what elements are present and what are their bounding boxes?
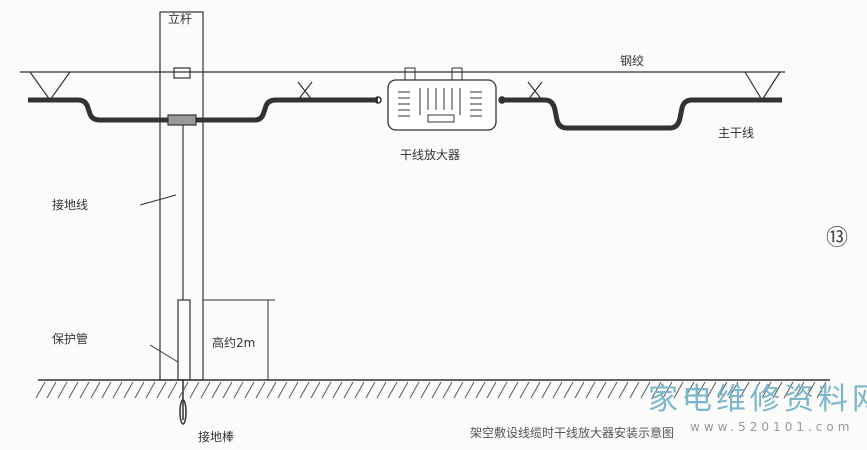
ground-hatch <box>475 381 486 399</box>
ground-hatch <box>57 381 68 399</box>
pole-bracket <box>167 114 197 126</box>
ground-hatch <box>673 381 684 399</box>
ground-hatch <box>772 381 783 399</box>
ground-hatch <box>398 381 409 399</box>
ground-hatch <box>178 381 189 399</box>
ground-hatch <box>266 381 277 399</box>
ground-hatch <box>321 381 332 399</box>
ground-hatch <box>497 381 508 399</box>
ground-rod-label: 接地棒 <box>198 430 235 444</box>
ground-hatch <box>244 381 255 399</box>
ground-hatch <box>387 381 398 399</box>
ground-hatch <box>420 381 431 399</box>
ground-hatch <box>211 381 222 399</box>
ground-hatch <box>365 381 376 399</box>
amplifier-box <box>387 79 497 131</box>
ground-hatch <box>409 381 420 399</box>
ground-hatch <box>35 381 46 399</box>
ground-hatch <box>145 381 156 399</box>
ground-hatch <box>541 381 552 399</box>
ground-hatch <box>343 381 354 399</box>
watermark-url: www.520101.com <box>690 420 854 434</box>
ground-hatch <box>332 381 343 399</box>
ground-hatch <box>816 381 827 399</box>
amplifier-label: 干线放大器 <box>400 148 461 162</box>
ground-hatch <box>761 381 772 399</box>
ground-hatch <box>607 381 618 399</box>
ground-hatch <box>299 381 310 399</box>
protection-tube <box>177 299 191 381</box>
pole-label: 立杆 <box>168 12 193 26</box>
ground-hatch <box>453 381 464 399</box>
ground-hatch <box>431 381 442 399</box>
ground-hatch <box>200 381 211 399</box>
ground-hatch <box>189 381 200 399</box>
ground-hatch <box>123 381 134 399</box>
ground-hatch <box>585 381 596 399</box>
ground-hatch <box>739 381 750 399</box>
ground-hatch <box>288 381 299 399</box>
dimension-lines <box>203 299 275 380</box>
pole-clamp <box>173 67 191 79</box>
ground-hatch <box>90 381 101 399</box>
ground-hatch <box>310 381 321 399</box>
protect-tube-label: 保护管 <box>52 332 89 346</box>
ground-hatch <box>112 381 123 399</box>
main-cable-right <box>500 97 782 131</box>
height-label: 高约2m <box>212 336 256 350</box>
ground-hatch <box>233 381 244 399</box>
ground-hatch <box>750 381 761 399</box>
ground-hatch <box>629 381 640 399</box>
ground-wire-label: 接地线 <box>52 198 89 212</box>
ground-hatch <box>101 381 112 399</box>
ground-hatch <box>222 381 233 399</box>
ground-hatch <box>354 381 365 399</box>
ground-hatch <box>728 381 739 399</box>
ground-hatch <box>167 381 178 399</box>
ground-hatch <box>552 381 563 399</box>
main-cable-label: 主干线 <box>718 126 755 140</box>
ground-hatch <box>376 381 387 399</box>
ground-rod <box>179 399 187 425</box>
ground-hatch <box>794 381 805 399</box>
ground-hatch <box>717 381 728 399</box>
ground-hatch <box>277 381 288 399</box>
ground-hatch <box>508 381 519 399</box>
ground-hatch <box>255 381 266 399</box>
ground-hatch <box>783 381 794 399</box>
ground-hatch <box>530 381 541 399</box>
ground-hatch <box>684 381 695 399</box>
watermark-logo: 家电维修资料网 <box>648 382 867 417</box>
ground-hatch <box>596 381 607 399</box>
ground-hatch <box>134 381 145 399</box>
ground-hatch <box>574 381 585 399</box>
ground-hatch <box>46 381 57 399</box>
ground-hatch <box>519 381 530 399</box>
ground-hatch <box>442 381 453 399</box>
ground-hatch <box>156 381 167 399</box>
figure-number: ⑬ <box>826 226 849 251</box>
ground-hatch <box>68 381 79 399</box>
cable-hangers <box>29 71 781 102</box>
ground-hatch <box>651 381 662 399</box>
ground-hatch <box>563 381 574 399</box>
ground-hatch <box>695 381 706 399</box>
ground-hatch <box>640 381 651 399</box>
ground-hatch <box>662 381 673 399</box>
pole <box>159 11 204 381</box>
messenger-label: 钢绞 <box>620 54 645 68</box>
ground-hatch <box>706 381 717 399</box>
ground-hatch <box>79 381 90 399</box>
ground-hatch <box>805 381 816 399</box>
caption: 架空敷设线缆时干线放大器安装示意图 <box>470 426 675 440</box>
ground-hatch <box>618 381 629 399</box>
ground-hatch <box>464 381 475 399</box>
ground-hatch <box>486 381 497 399</box>
